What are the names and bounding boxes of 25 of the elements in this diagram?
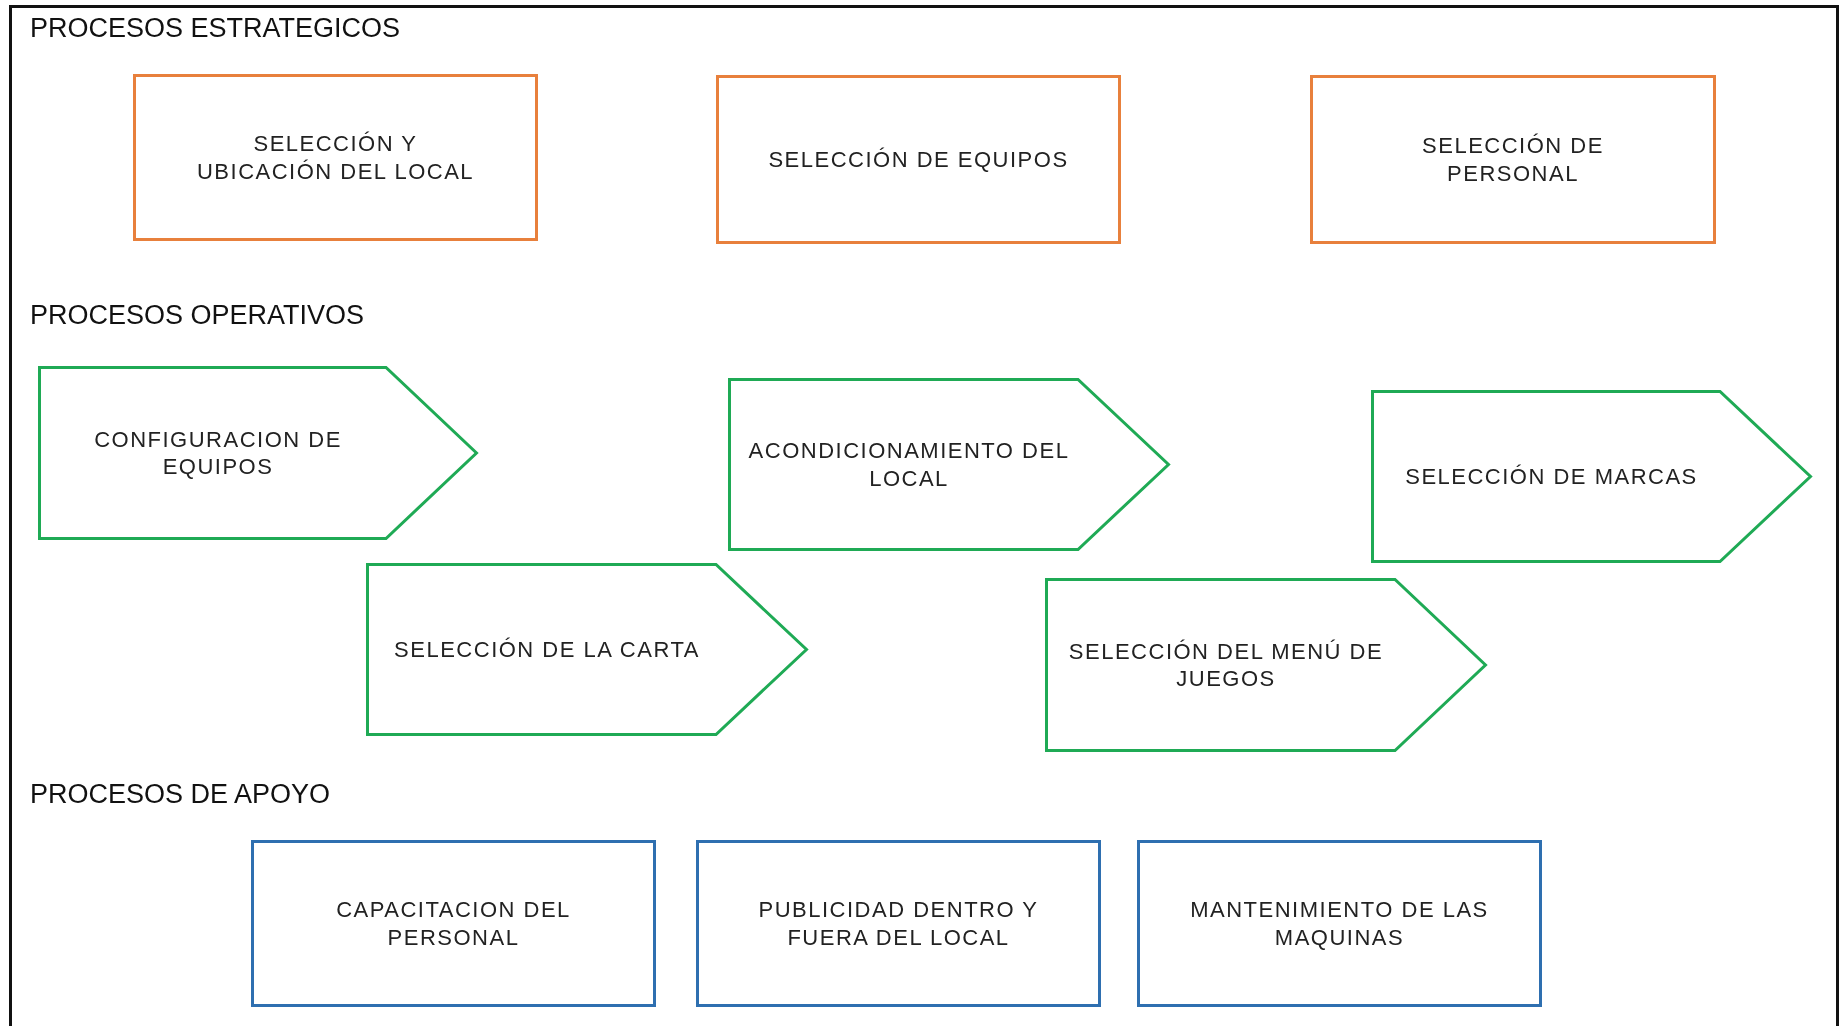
section-heading: PROCESOS OPERATIVOS <box>30 300 365 331</box>
section-heading: PROCESOS ESTRATEGICOS <box>30 13 401 44</box>
process-label: ACONDICIONAMIENTO DEL LOCAL <box>747 437 1071 492</box>
process-label: SELECCIÓN DE LA CARTA <box>394 635 700 664</box>
process-label: SELECCIÓN DE MARCAS <box>1405 462 1698 491</box>
chevron-shape <box>366 563 808 736</box>
process-label: SELECCIÓN DEL MENÚ DE JUEGOS <box>1067 637 1385 693</box>
process-label: CONFIGURACION DE EQUIPOS <box>93 425 343 481</box>
process-box <box>251 840 656 1007</box>
process-box <box>133 74 538 241</box>
process-box <box>1137 840 1542 1007</box>
process-label: CAPACITACION DEL PERSONAL <box>335 896 572 951</box>
chevron-shape <box>1371 390 1812 563</box>
process-label: SELECCIÓN Y UBICACIÓN DEL LOCAL <box>195 130 476 185</box>
section-heading: PROCESOS DE APOYO <box>30 779 331 810</box>
process-label: MANTENIMIENTO DE LAS MAQUINAS <box>1189 896 1490 951</box>
process-box <box>696 840 1101 1007</box>
process-box <box>1310 75 1716 244</box>
process-label: PUBLICIDAD DENTRO Y FUERA DEL LOCAL <box>757 896 1040 951</box>
process-box <box>716 75 1121 244</box>
process-label: SELECCIÓN DE EQUIPOS <box>768 145 1069 174</box>
chevron-shape <box>1045 578 1487 752</box>
process-label: SELECCIÓN DE PERSONAL <box>1421 132 1605 187</box>
chevron-shape <box>38 366 478 540</box>
chevron-shape <box>728 378 1170 551</box>
